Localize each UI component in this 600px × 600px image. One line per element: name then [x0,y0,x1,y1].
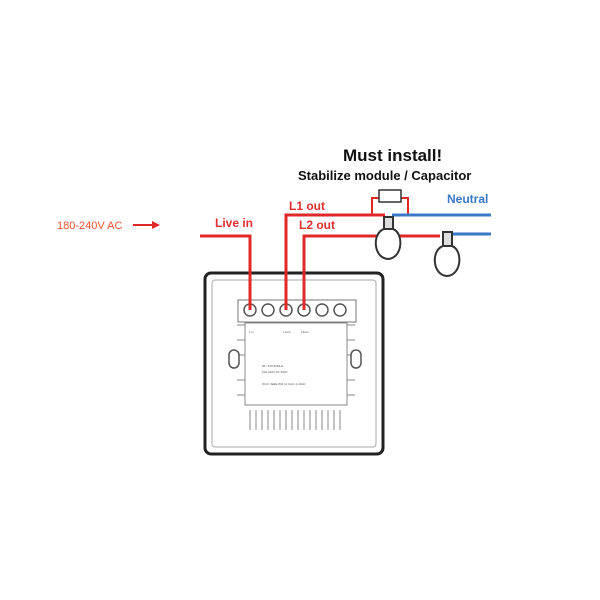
bulb-icon-2 [433,231,461,278]
supply-label: 180-240V AC [57,220,123,232]
l2-out-label: L2 out [299,218,335,232]
terminal-label-lin: L in [249,330,254,334]
capacitor-icon [378,189,402,203]
spec-line: RF: 433.92MHz [262,364,284,368]
title: Must install! [343,146,443,165]
l1-out-wire [284,213,385,310]
supply-arrow-icon [133,221,160,229]
terminal-block [243,303,347,317]
spec-line: Wi-Fi: IEEE 802.11 b/g/n 2.4GHz [262,382,306,386]
mount-slot-left [228,349,240,369]
capacitor-leads [371,197,409,215]
terminal-label-l2: L2out [301,330,309,334]
bulb-icon-1 [374,216,402,261]
subtitle: Stabilize module / Capacitor [298,168,472,183]
l1-out-label: L1 out [289,199,325,213]
spec-line: 100-240V AC 50Hz [262,370,288,374]
terminal-label-l1: L1out [283,330,291,334]
switch-device [203,271,385,456]
live-in-label: Live in [215,216,254,230]
neutral-label: Neutral [447,192,489,206]
live-in-wire [200,234,252,310]
mount-slot-right [350,349,362,369]
